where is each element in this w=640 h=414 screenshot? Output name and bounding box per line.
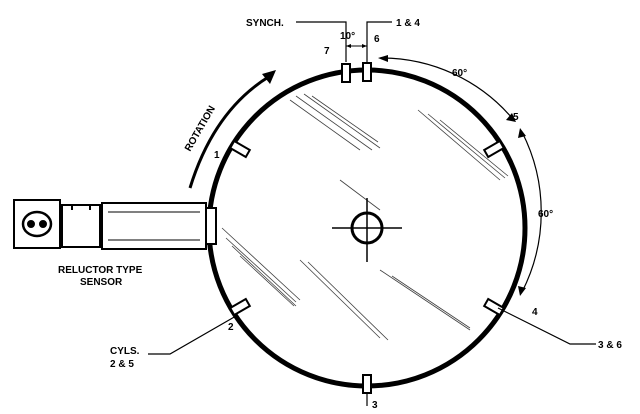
notch-label-6: 6 [374,34,380,45]
cyls-label-line2: 2 & 5 [110,359,134,370]
notch-4 [482,297,506,317]
sensor-body [101,202,207,250]
angle-10-label: 10° [340,31,355,42]
notch-7 [341,63,351,83]
wheel-shading [221,93,509,341]
notch-label-3: 3 [372,400,378,411]
notch-2 [228,297,252,317]
sensor-label-line2: SENSOR [80,277,123,288]
top-right-label: 1 & 4 [396,18,420,29]
notch-label-5: 5 [513,112,519,123]
notch-label-4: 4 [532,307,538,318]
sensor-tip [205,207,217,245]
angle-60-lower-arc [521,131,542,293]
angle-60-upper-arc [381,57,513,119]
cyls-leader [148,315,237,355]
rotation-arrow [188,74,271,189]
top-right-leader [366,21,392,62]
notch-5 [482,139,506,159]
notch-label-1: 1 [214,150,220,161]
notch-3 [362,374,372,394]
notch-6 [362,62,372,82]
sensor-middle [61,204,101,248]
angle-60-lower-label: 60° [538,209,553,220]
rotation-arrowhead [262,70,276,84]
cyls-label-line1: CYLS. [110,346,140,357]
reluctor-sensor [13,199,217,250]
wheel-notches [228,62,506,394]
notch-label-7: 7 [324,46,330,57]
angle-60-upper-label: 60° [452,68,467,79]
notch-label-2: 2 [228,322,234,333]
synch-leader [296,21,347,62]
synch-label: SYNCH. [246,18,284,29]
bottom-right-leader [497,307,596,345]
sensor-label-line1: RELUCTOR TYPE [58,265,143,276]
rotation-label: ROTATION [183,104,218,153]
notch-1 [228,139,252,159]
center-hub [332,198,402,262]
bottom-right-label: 3 & 6 [598,340,622,351]
